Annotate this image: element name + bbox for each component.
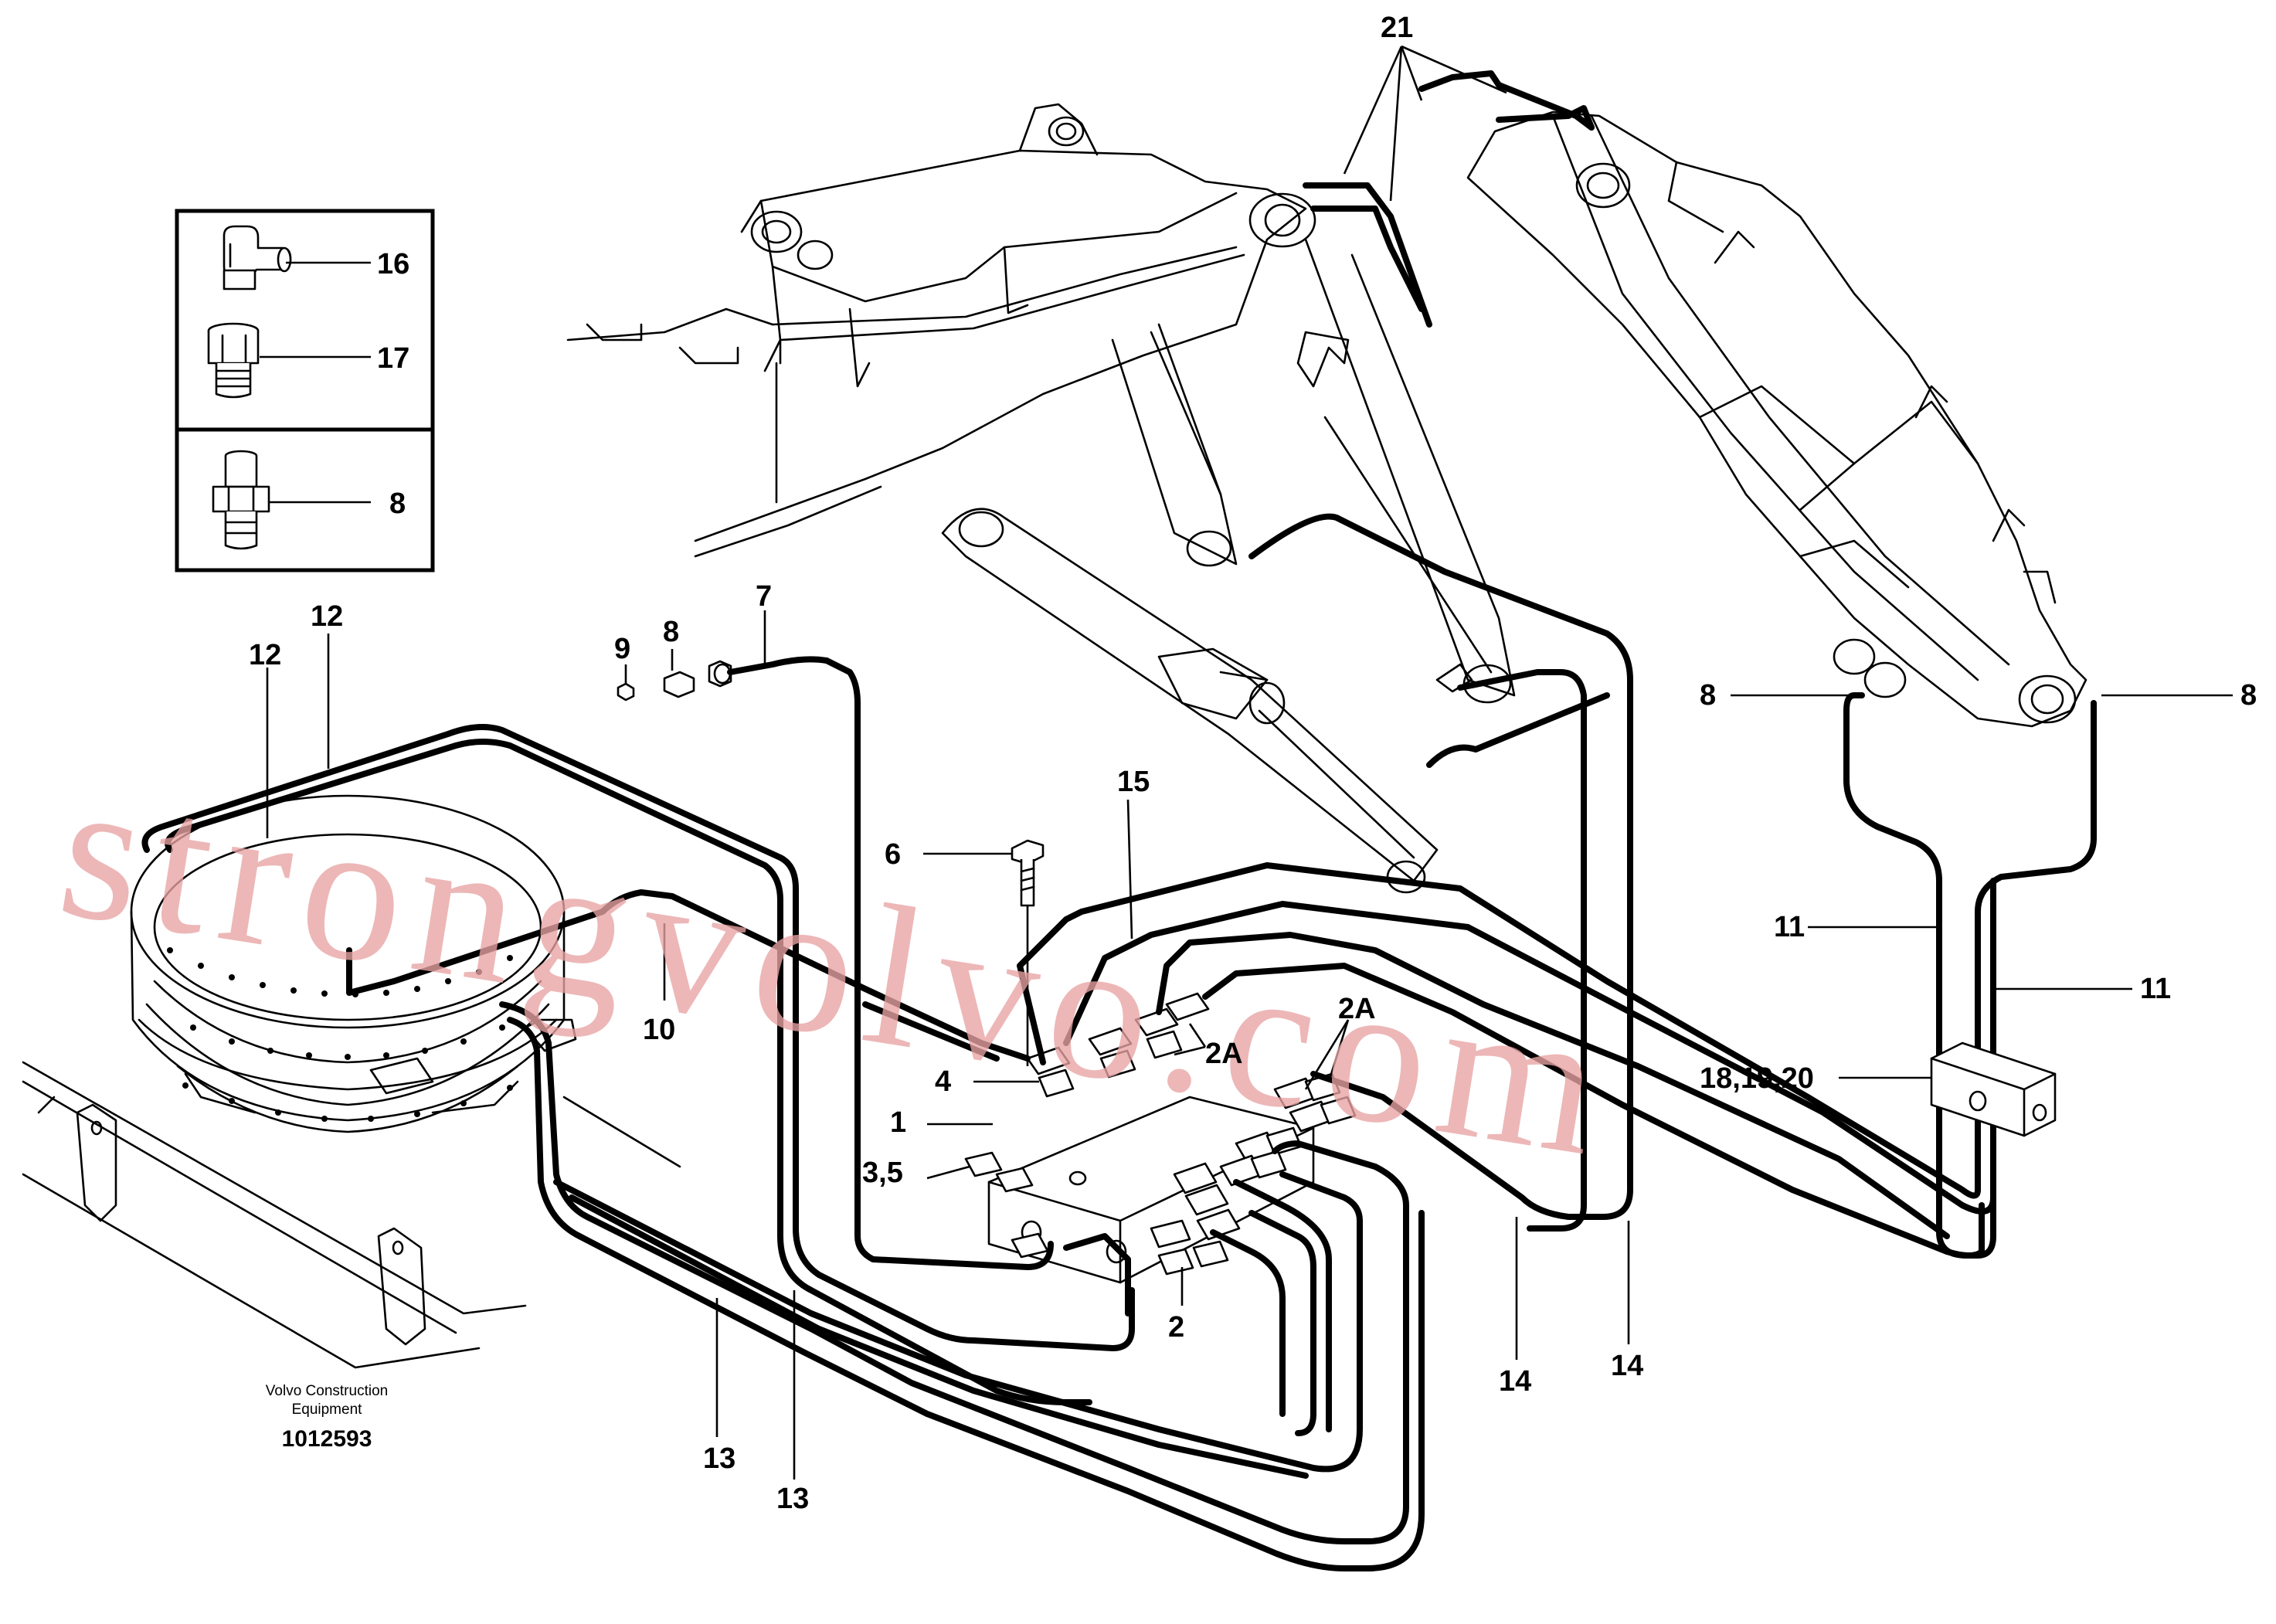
caption-line-1: Volvo Construction [266,1383,388,1399]
hydraulic-hoses [141,70,2097,1571]
valve-fitting-right [1173,1072,1357,1241]
callout-12-a: 12 [249,639,281,671]
callout-1: 1 [890,1106,906,1139]
callout-14-a: 14 [1499,1365,1531,1398]
elbow-fitting-icon [223,225,292,290]
callout-11-a: 11 [1774,911,1805,943]
callout-10: 10 [643,1014,675,1046]
callout-2A-b: 2A [1338,993,1376,1025]
leader-lines [266,45,2233,1480]
callout-17: 17 [377,342,409,375]
callout-14-b: 14 [1611,1350,1643,1382]
callout-18-19-20: 18,19,20 [1700,1062,1814,1095]
callout-7: 7 [756,580,772,613]
adapter-fitting-icon [207,322,260,399]
callout-8-left: 8 [1700,679,1716,712]
valve-block [964,992,1357,1284]
callout-15: 15 [1117,766,1150,798]
boom-assembly [566,103,2087,894]
junction-block [1930,1041,2057,1137]
callout-11-b: 11 [2140,973,2171,1005]
callout-8-inset: 8 [389,488,406,520]
callout-2: 2 [1168,1311,1184,1344]
slew-ring [130,794,577,1133]
caption: Volvo Construction Equipment 1012593 [266,1383,388,1452]
undercarriage-frame [22,1061,681,1369]
callout-13-a: 13 [703,1442,735,1475]
callout-2A-a: 2A [1205,1038,1243,1070]
drawing-number: 1012593 [282,1426,372,1452]
bolt-icon [1011,839,1045,1066]
callout-6: 6 [885,838,901,871]
watermark: strongvolvo.com [47,736,1627,1200]
callout-12-b: 12 [311,600,343,633]
callout-8-fitting: 8 [663,616,679,648]
callout-9: 9 [614,633,630,665]
nipple-fitting-icon [212,450,270,550]
callout-16: 16 [377,248,409,280]
caption-line-2: Equipment [292,1401,363,1418]
valve-fitting-lower [964,1151,1229,1276]
callout-labels: 21 16 17 8 12 12 9 8 7 15 6 10 4 2A 2A 1… [249,12,2257,1515]
callout-8-right: 8 [2240,679,2257,712]
fitting-inset [175,209,435,572]
hose-end-fittings [617,660,732,702]
callout-21: 21 [1381,12,1413,44]
callout-13-b: 13 [776,1483,809,1515]
callout-3-5: 3,5 [862,1157,903,1189]
valve-fitting-upper [1026,992,1210,1098]
callout-4: 4 [935,1065,951,1098]
